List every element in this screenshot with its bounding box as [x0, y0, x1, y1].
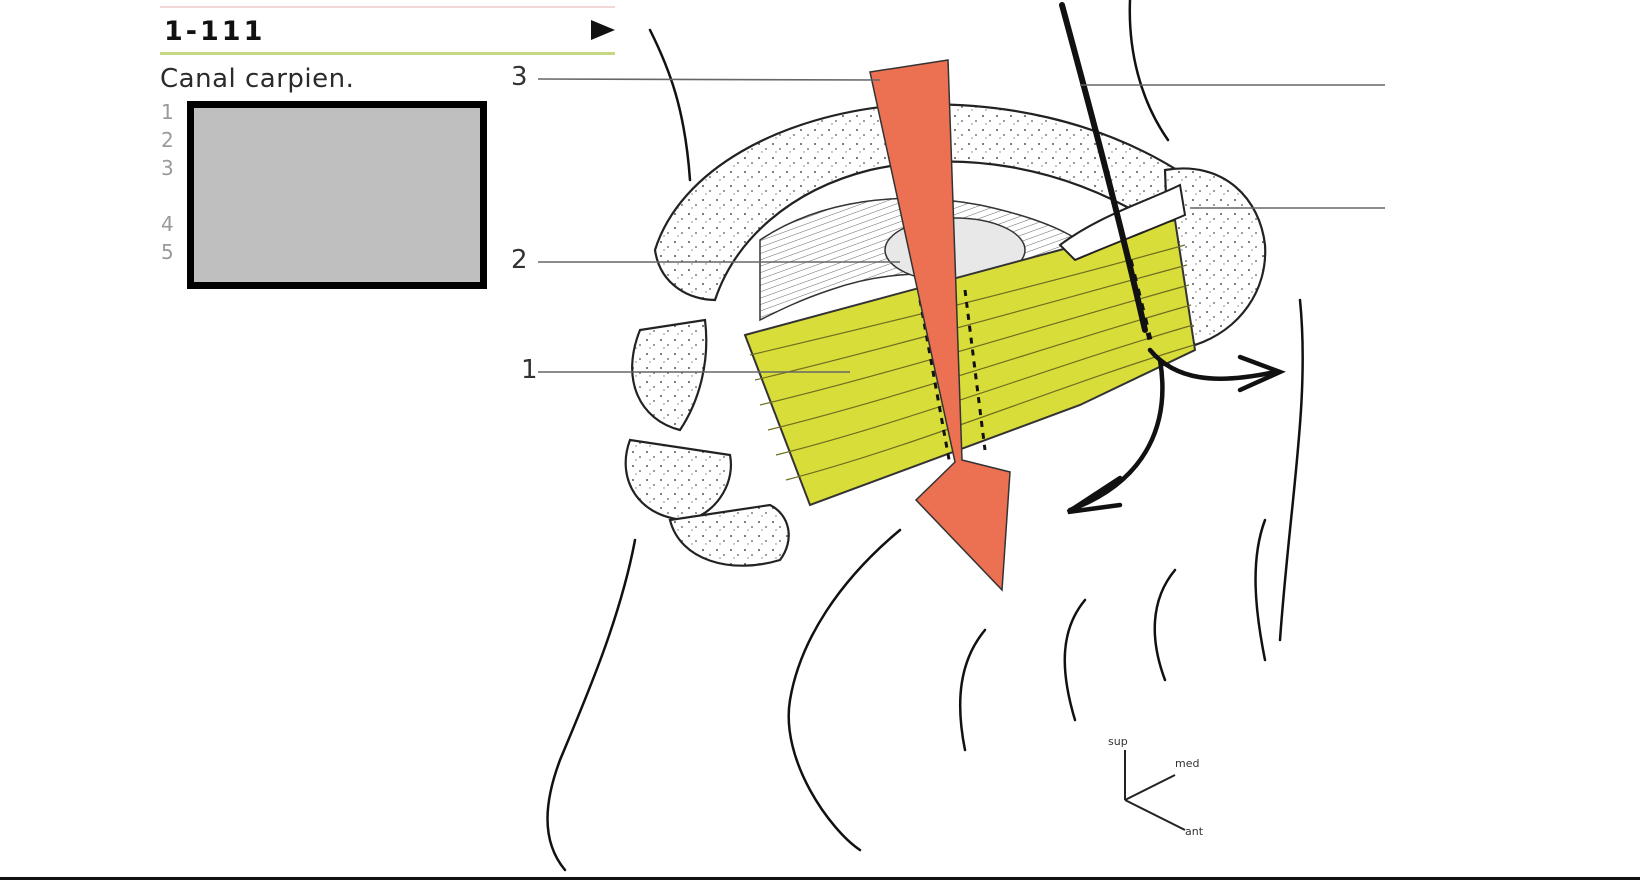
- orientation-axes: [1124, 750, 1186, 831]
- callout-1: 1: [521, 355, 538, 385]
- callout-3: 3: [511, 62, 528, 92]
- legend-number-5: 5: [161, 240, 174, 264]
- plate-header: 1-111: [160, 6, 615, 56]
- header-top-rule: [160, 6, 615, 8]
- forearm-outline: [546, 0, 1304, 872]
- legend-number-1: 1: [161, 100, 174, 124]
- carpal-bones: [624, 103, 1267, 567]
- black-arrows: [1059, 2, 1286, 515]
- axis-label-med: med: [1175, 757, 1200, 770]
- plate-title: Canal carpien.: [160, 64, 355, 94]
- bottom-rule: [0, 877, 1640, 880]
- legend-number-2: 2: [161, 128, 174, 152]
- callout-2: 2: [511, 245, 528, 275]
- axis-label-ant: ant: [1185, 825, 1204, 838]
- legend-number-4: 4: [161, 212, 174, 236]
- leader-lines: [537, 78, 1385, 373]
- axis-label-sup: sup: [1108, 735, 1128, 748]
- legend-mask: [187, 101, 487, 289]
- next-plate-arrow-icon[interactable]: [591, 20, 615, 40]
- plate-number: 1-111: [164, 16, 266, 47]
- legend-number-3: 3: [161, 156, 174, 180]
- header-bottom-rule: [160, 52, 615, 55]
- opening-arrow: [869, 59, 1011, 592]
